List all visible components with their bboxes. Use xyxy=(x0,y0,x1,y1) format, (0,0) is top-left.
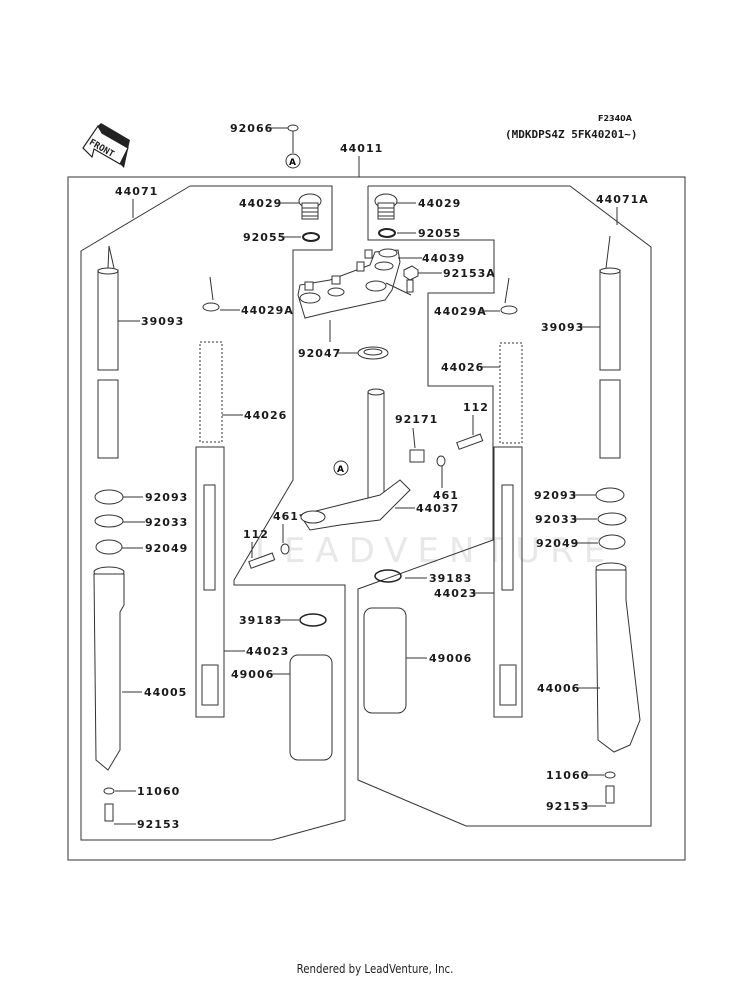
part-label-49006-right[interactable]: 49006 xyxy=(429,652,472,665)
cap-92066 xyxy=(287,124,299,132)
part-label-44029A-left[interactable]: 44029A xyxy=(241,304,294,317)
part-label-92033-right[interactable]: 92033 xyxy=(535,513,578,526)
part-label-44037[interactable]: 44037 xyxy=(416,502,459,515)
assembly-44071A-outline xyxy=(357,185,652,827)
outer-tube-44006 xyxy=(595,562,641,753)
gasket-11060-left xyxy=(103,787,115,795)
part-label-92066[interactable]: 92066 xyxy=(230,122,273,135)
fork-boot-49006-left xyxy=(289,654,333,761)
dust-seal-92093-left xyxy=(94,489,124,505)
inner-tube-39093-right xyxy=(599,235,621,459)
bolt-92153-right xyxy=(605,785,615,804)
damper-piece-left xyxy=(201,664,219,706)
spacer-44029A-left xyxy=(202,302,220,312)
oil-seal-92049-right xyxy=(598,534,626,550)
damper-rod-left xyxy=(203,484,216,591)
part-label-39183-right[interactable]: 39183 xyxy=(429,572,472,585)
damper-box-right xyxy=(493,446,523,718)
part-label-92033-left[interactable]: 92033 xyxy=(145,516,188,529)
part-label-39093-left[interactable]: 39093 xyxy=(141,315,184,328)
part-label-92047[interactable]: 92047 xyxy=(298,347,341,360)
damper-rod-right xyxy=(501,484,514,591)
assembly-44071-outline xyxy=(80,185,346,841)
part-label-39093-right[interactable]: 39093 xyxy=(541,321,584,334)
part-label-44071[interactable]: 44071 xyxy=(115,185,158,198)
part-label-44005[interactable]: 44005 xyxy=(144,686,187,699)
front-arrow-icon: FRONT xyxy=(82,123,130,168)
damper-box-left xyxy=(195,446,225,718)
inner-tube-39093-left xyxy=(97,245,119,459)
footer-credit: Rendered by LeadVenture, Inc. xyxy=(296,962,454,976)
part-label-44026-right[interactable]: 44026 xyxy=(441,361,484,374)
gasket-11060-right xyxy=(604,771,616,779)
oil-seal-92049-left xyxy=(95,539,123,555)
part-label-461-right[interactable]: 461 xyxy=(433,489,459,502)
part-label-92171[interactable]: 92171 xyxy=(395,413,438,426)
damper-piece-right xyxy=(499,664,517,706)
part-label-44029-right[interactable]: 44029 xyxy=(418,197,461,210)
part-label-11060-right[interactable]: 11060 xyxy=(546,769,589,782)
assembly-44011-box xyxy=(67,176,686,861)
upper-bracket-44039 xyxy=(297,248,401,319)
part-label-44026-left[interactable]: 44026 xyxy=(244,409,287,422)
part-label-11060-left[interactable]: 11060 xyxy=(137,785,180,798)
outer-tube-44005 xyxy=(93,566,125,771)
part-label-112-left[interactable]: 112 xyxy=(243,528,269,541)
part-label-112-right[interactable]: 112 xyxy=(463,401,489,414)
svg-text:A: A xyxy=(289,158,296,168)
part-label-92049-left[interactable]: 92049 xyxy=(145,542,188,555)
o-ring-92055-right xyxy=(378,228,396,238)
part-label-92153-right[interactable]: 92153 xyxy=(546,800,589,813)
reference-marker-a-stem xyxy=(333,460,349,476)
part-label-92153-left[interactable]: 92153 xyxy=(137,818,180,831)
part-label-49006-left[interactable]: 49006 xyxy=(231,668,274,681)
fork-cap-bolt-left xyxy=(298,193,322,220)
o-ring-92055-left xyxy=(302,232,320,242)
dust-seal-92093-right xyxy=(595,487,625,503)
fork-boot-49006-right xyxy=(363,607,407,714)
part-label-461-left[interactable]: 461 xyxy=(273,510,299,523)
part-label-92153A[interactable]: 92153A xyxy=(443,267,496,280)
clip-92033-right xyxy=(597,512,627,526)
bolt-112-left xyxy=(248,552,276,569)
band-39183-left xyxy=(299,613,327,627)
serial-range: (MDKDPS4Z 5FK40201~) xyxy=(505,128,637,141)
part-label-44023-right[interactable]: 44023 xyxy=(434,587,477,600)
band-39183-right xyxy=(374,569,402,583)
part-label-92055-left[interactable]: 92055 xyxy=(243,231,286,244)
bolt-92153-left xyxy=(104,803,114,822)
washer-461-left xyxy=(280,543,290,555)
clamp-92171 xyxy=(409,449,425,463)
part-label-39183-left[interactable]: 39183 xyxy=(239,614,282,627)
bolt-92153A xyxy=(403,265,419,293)
svg-text:A: A xyxy=(337,465,344,475)
spring-44026-right xyxy=(499,342,523,444)
fork-cap-bolt-right xyxy=(374,193,398,220)
part-label-92055-right[interactable]: 92055 xyxy=(418,227,461,240)
part-label-44029-left[interactable]: 44029 xyxy=(239,197,282,210)
part-label-44023-left[interactable]: 44023 xyxy=(246,645,289,658)
part-label-44006[interactable]: 44006 xyxy=(537,682,580,695)
washer-461-right xyxy=(436,455,446,467)
steering-stem-44037 xyxy=(299,388,411,531)
reference-marker-a-top xyxy=(285,153,301,169)
part-label-44011[interactable]: 44011 xyxy=(340,142,383,155)
part-label-44071A[interactable]: 44071A xyxy=(596,193,649,206)
part-label-44039[interactable]: 44039 xyxy=(422,252,465,265)
figure-code: F2340A xyxy=(598,114,633,123)
bolt-112-right xyxy=(456,433,484,450)
spring-44026-left xyxy=(199,341,223,443)
part-label-92093-right[interactable]: 92093 xyxy=(534,489,577,502)
part-label-92093-left[interactable]: 92093 xyxy=(145,491,188,504)
spacer-44029A-right xyxy=(500,305,518,315)
part-label-44029A-right[interactable]: 44029A xyxy=(434,305,487,318)
part-label-92049-right[interactable]: 92049 xyxy=(536,537,579,550)
watermark: LEADVENTURE xyxy=(255,531,615,571)
clip-92033-left xyxy=(94,514,124,528)
